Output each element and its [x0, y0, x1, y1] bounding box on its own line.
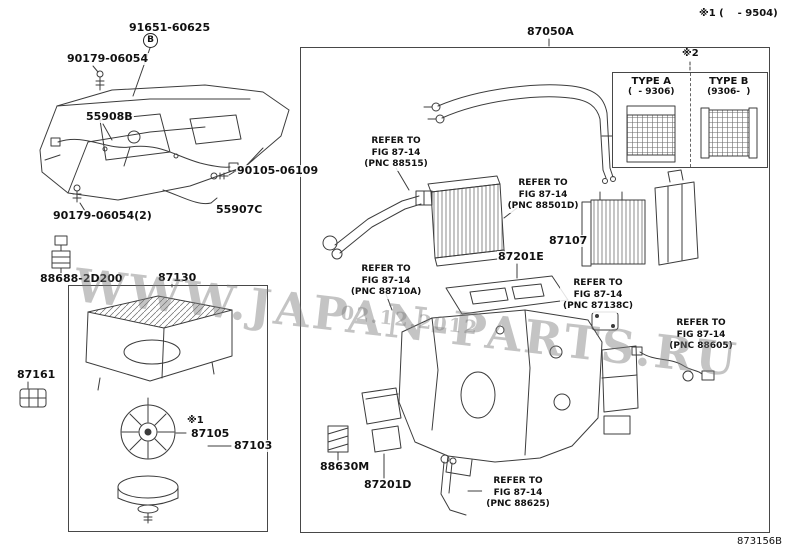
refer-note-pnc88501D: REFER TO FIG 87-14 (PNC 88501D)	[505, 178, 581, 214]
refer-line: (PNC 88625)	[486, 499, 550, 510]
hvac-unit-frame	[300, 47, 770, 533]
refer-line: (PNC 88605)	[669, 341, 733, 352]
refer-line: REFER TO	[676, 318, 726, 328]
sensor-88688-sketch	[51, 235, 71, 274]
part-label-87050A: 87050A	[526, 25, 575, 39]
part-label-55907C: 55907C	[215, 203, 264, 217]
part-label-90105-06109: 90105-06109	[236, 164, 320, 178]
refer-line: (PNC 87138C)	[562, 301, 633, 312]
harness-55908B-sketch	[50, 123, 239, 172]
type-a-column: TYPE A ( - 9306)	[613, 73, 691, 167]
type-table-cores-sketch	[626, 61, 758, 163]
cable-55907C-sketch	[162, 189, 218, 205]
part-label-87107: 87107	[548, 234, 589, 248]
refer-note-pnc87138C: REFER TO FIG 87-14 (PNC 87138C)	[560, 278, 636, 314]
blower-unit-sketch	[85, 281, 233, 524]
refer-line: REFER TO	[361, 264, 411, 274]
type-b-range: (9306- )	[707, 87, 751, 97]
part-label-88630M: 88630M	[319, 460, 371, 474]
refer-note-pnc88710A: REFER TO FIG 87-14 (PNC 88710A)	[348, 264, 424, 300]
part-label-55908B: 55908B	[85, 110, 134, 124]
part-label-87103: 87103	[233, 439, 274, 453]
note-2-marker: ※2	[682, 48, 699, 59]
instrument-panel-sketch	[39, 84, 290, 201]
resistor-87161-sketch	[19, 381, 47, 408]
type-b-header: TYPE B	[709, 76, 749, 87]
part-label-87161: 87161	[16, 368, 57, 382]
refer-line: FIG 87-14	[371, 147, 421, 158]
refer-line: REFER TO	[371, 136, 421, 146]
refer-line: REFER TO	[518, 178, 568, 188]
refer-line: (PNC 88515)	[364, 159, 428, 170]
hvac-unit-sketch	[322, 38, 715, 516]
part-label-90179-06054: 90179-06054	[66, 52, 150, 66]
refer-line: REFER TO	[573, 278, 623, 288]
part-label-87201E: 87201E	[497, 250, 545, 264]
refer-line: REFER TO	[493, 476, 543, 486]
fasteners-left	[72, 47, 235, 212]
type-table: TYPE A ( - 9306) TYPE B (9306- )	[612, 72, 768, 168]
refer-line: FIG 87-14	[493, 487, 543, 498]
refer-line: FIG 87-14	[676, 329, 726, 340]
refer-line: (PNC 88710A)	[350, 287, 422, 298]
refer-note-pnc88515: REFER TO FIG 87-14 (PNC 88515)	[360, 136, 432, 172]
refer-line: (PNC 88501D)	[507, 201, 579, 212]
refer-line: FIG 87-14	[361, 275, 411, 286]
note-applicability-9504: ※1 ( - 9504)	[699, 8, 778, 19]
part-label-87105: 87105	[190, 427, 231, 441]
part-label-88688-2D200: 88688-2D200	[39, 272, 124, 286]
refer-note-pnc88625: REFER TO FIG 87-14 (PNC 88625)	[482, 476, 554, 512]
type-b-column: TYPE B (9306- )	[691, 73, 768, 167]
refer-line: FIG 87-14	[518, 189, 568, 200]
sheet-code: 873156B	[737, 536, 783, 547]
part-label-87130: 87130	[157, 271, 198, 285]
type-a-range: ( - 9306)	[628, 87, 675, 97]
note-1-marker: ※1	[186, 415, 205, 426]
refer-line: FIG 87-14	[573, 289, 623, 300]
b-marker: B	[143, 33, 158, 48]
type-a-header: TYPE A	[631, 76, 671, 87]
part-label-87201D: 87201D	[363, 478, 413, 492]
refer-note-pnc88605: REFER TO FIG 87-14 (PNC 88605)	[665, 318, 737, 354]
part-label-91651-60625: 91651-60625	[128, 21, 212, 35]
part-label-90179-06054-2: 90179-06054(2)	[52, 209, 153, 223]
blower-unit-frame	[68, 285, 268, 532]
